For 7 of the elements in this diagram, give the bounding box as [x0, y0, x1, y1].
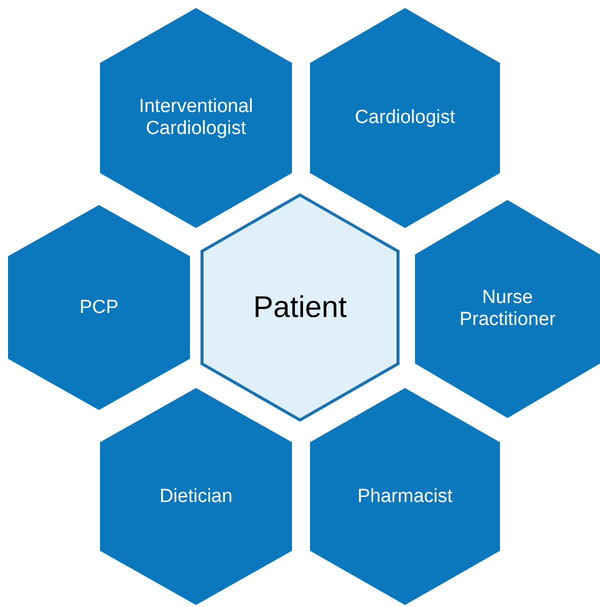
node-label: Patient [252, 290, 348, 325]
node-label: Nurse Practitioner [458, 287, 557, 331]
node-label: PCP [78, 296, 120, 318]
node-label: Interventional Cardiologist [138, 96, 254, 140]
node-label: Pharmacist [356, 486, 454, 508]
node-label: Dietician [158, 486, 234, 508]
node-label: Cardiologist [354, 107, 456, 129]
